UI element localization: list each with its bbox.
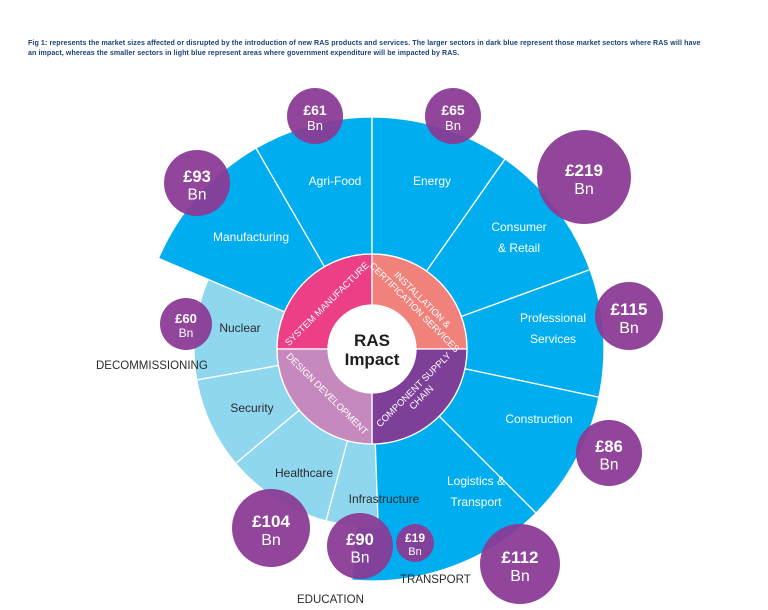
- bubble-value-consumer-retail: £219: [565, 161, 603, 180]
- bubble-professional-services: [595, 282, 663, 350]
- sector-label-logistics-line2: Transport: [451, 495, 503, 509]
- bubble-unit-construction: Bn: [600, 457, 619, 474]
- sector-label-consumer-line1: Consumer: [491, 220, 546, 234]
- sector-label-professional-line1: Professional: [520, 311, 586, 325]
- bubble-unit-energy: Bn: [445, 118, 461, 133]
- sector-label-nuclear: Nuclear: [219, 321, 260, 335]
- bubble-manufacturing: [164, 150, 230, 216]
- sector-label-security: Security: [230, 401, 273, 415]
- bubble-unit-education: Bn: [351, 550, 370, 567]
- bubble-unit-agri-food: Bn: [307, 118, 323, 133]
- bubble-value-nuclear: £60: [175, 311, 197, 326]
- sector-label-logistics-line1: Logistics &: [447, 474, 505, 488]
- sector-label-professional-line2: Services: [530, 332, 576, 346]
- market-size-bubbles: £61Bn£65Bn£93Bn£219Bn£115Bn£86Bn£112Bn£1…: [160, 88, 663, 604]
- bubble-unit-nuclear: Bn: [179, 326, 194, 340]
- bubble-unit-infrastructure-transport: Bn: [408, 546, 421, 558]
- bubble-value-healthcare: £104: [252, 512, 290, 531]
- sector-label-energy: Energy: [413, 174, 451, 188]
- sector-label-healthcare: Healthcare: [275, 466, 333, 480]
- inner-ring: [276, 253, 468, 445]
- center-title-impact: Impact: [345, 350, 400, 369]
- bubble-consumer-retail: [537, 130, 631, 224]
- sector-label-infrastructure: Infrastructure: [349, 492, 420, 506]
- bubble-infrastructure-transport: [396, 524, 434, 562]
- bubble-energy: [425, 88, 481, 144]
- bubble-education: [327, 513, 393, 579]
- sector-label-manufacturing: Manufacturing: [213, 230, 289, 244]
- bubble-unit-consumer-retail: Bn: [574, 181, 594, 198]
- bubble-value-education: £90: [346, 531, 374, 549]
- bubble-value-infrastructure-transport: £19: [405, 531, 425, 545]
- center-title-ras: RAS: [354, 331, 390, 350]
- bubble-unit-healthcare: Bn: [261, 532, 281, 549]
- bubble-value-agri-food: £61: [303, 102, 327, 118]
- center-circle: [328, 305, 416, 393]
- outer-label-education: EDUCATION: [297, 594, 364, 606]
- bubble-value-logistics-transport: £112: [502, 548, 539, 567]
- bubble-unit-professional-services: Bn: [619, 320, 639, 337]
- sector-label-construction: Construction: [505, 412, 572, 426]
- outer-label-decommissioning: DECOMMISSIONING: [96, 360, 208, 372]
- bubble-construction: [576, 420, 642, 486]
- figure-caption: Fig 1: represents the market sizes affec…: [28, 38, 701, 57]
- bubble-value-manufacturing: £93: [183, 168, 211, 186]
- bubble-agri-food: [287, 88, 343, 144]
- bubble-value-professional-services: £115: [611, 300, 648, 319]
- bubble-unit-logistics-transport: Bn: [510, 568, 530, 585]
- bubble-value-energy: £65: [441, 102, 465, 118]
- sector-label-consumer-line2: & Retail: [498, 241, 540, 255]
- bubble-nuclear: [160, 298, 212, 350]
- outer-label-transport: TRANSPORT: [400, 574, 471, 586]
- sector-label-agri-food: Agri-Food: [309, 174, 362, 188]
- bubble-unit-manufacturing: Bn: [188, 187, 207, 204]
- bubble-healthcare: [232, 489, 310, 567]
- bubble-logistics-transport: [480, 524, 560, 604]
- bubble-value-construction: £86: [595, 438, 623, 456]
